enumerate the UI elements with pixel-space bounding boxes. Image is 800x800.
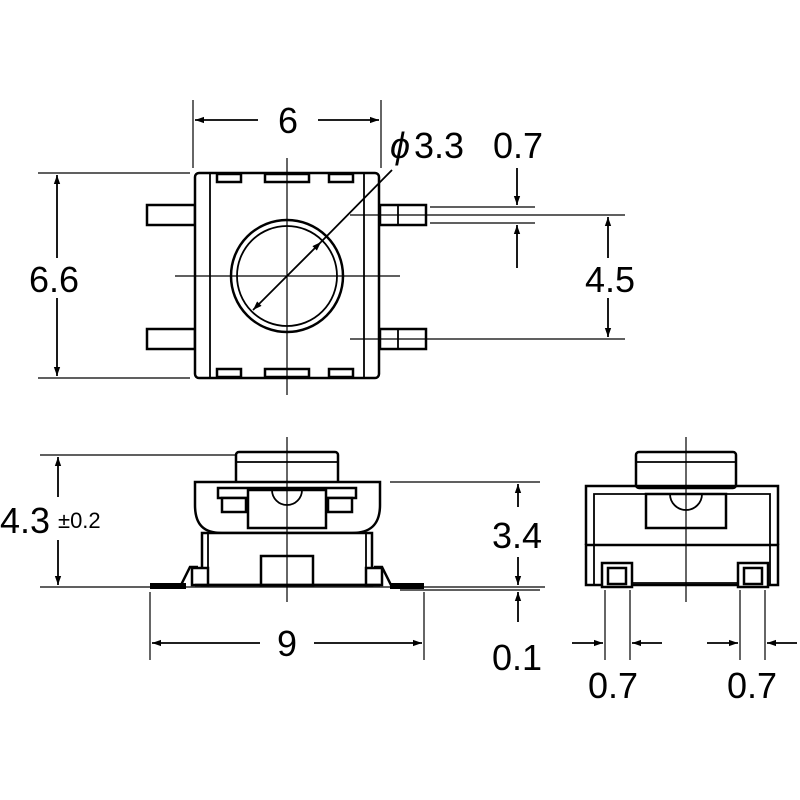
dim-diameter-3-3: 3.3 [414, 125, 464, 166]
terminal-top-left [145, 203, 197, 227]
leader-diameter [320, 169, 393, 243]
dim-body-height-3-4: 3.4 [492, 515, 542, 556]
dim-height-6-6: 6.6 [29, 259, 79, 300]
dim-total-height-tolerance: ±0.2 [58, 508, 101, 533]
terminal-bottom-left [145, 327, 197, 351]
dim-left-pad-0-7: 0.7 [588, 665, 638, 706]
dim-terminal-width-0-7: 0.7 [493, 125, 543, 166]
top-view: 6 6.6 ϕ 3.3 [29, 100, 635, 395]
diameter-symbol: ϕ [390, 125, 410, 166]
dim-standoff-0-1: 0.1 [492, 637, 542, 678]
dim-right-pad-0-7: 0.7 [727, 665, 777, 706]
dim-pitch-4-5: 4.5 [585, 259, 635, 300]
dim-width-6: 6 [278, 100, 298, 141]
dim-total-height-4-3: 4.3 [0, 500, 50, 541]
dim-length-9: 9 [277, 623, 297, 664]
frame-end [584, 484, 780, 545]
side-view: 4.3 ±0.2 3.4 0.1 [0, 437, 545, 678]
dim-arrow-diameter [252, 241, 322, 311]
end-view: 0.7 0.7 [572, 437, 797, 706]
